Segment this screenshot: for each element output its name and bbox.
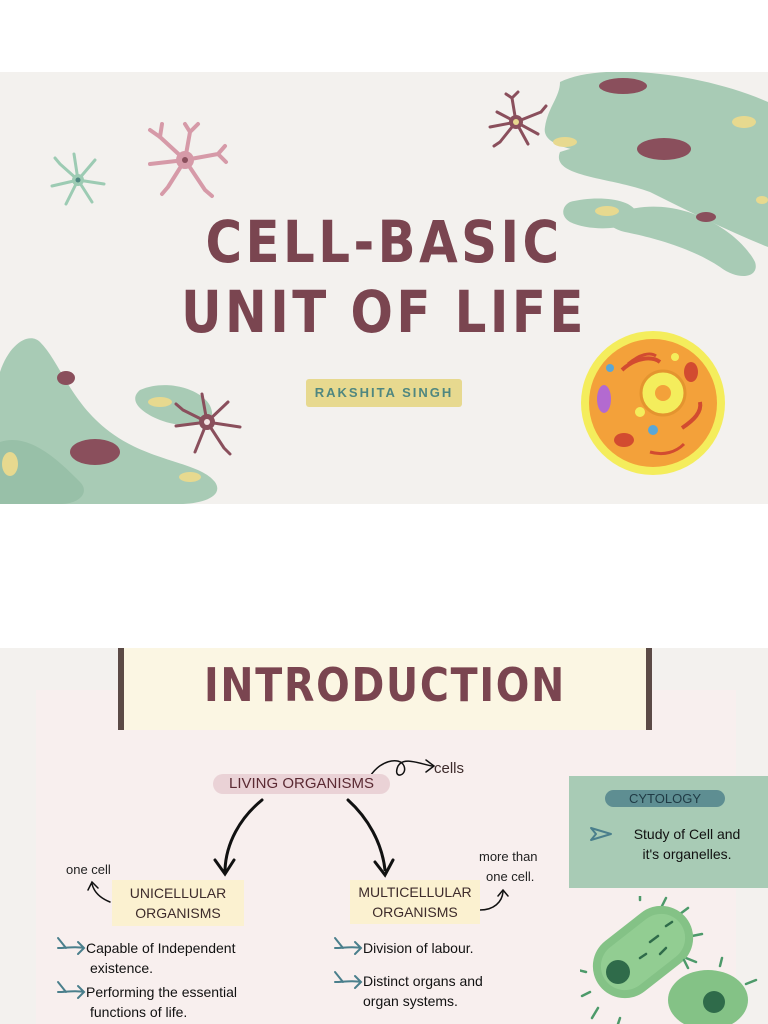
one-cell-note: one cell xyxy=(66,862,111,877)
bottom-left-cell-blobs xyxy=(0,338,218,504)
intro-title: INTRODUCTION xyxy=(203,658,566,712)
uni-point-2-line-1: Performing the essential xyxy=(86,984,237,1000)
more-than-note-line-1: more than xyxy=(479,849,538,864)
uni-point-1: Capable of Independent existence. xyxy=(86,938,235,978)
top-right-cell-blobs xyxy=(544,72,768,277)
multicellular-box: MULTICELLULAR ORGANISMS xyxy=(350,880,480,924)
bacteria-illustration xyxy=(580,896,758,1024)
uni-point-2: Performing the essential functions of li… xyxy=(86,982,237,1022)
title-slide: CELL-BASIC UNIT OF LIFE RAKSHITA SINGH xyxy=(0,72,768,504)
uni-point-2-line-2: functions of life. xyxy=(90,1004,188,1020)
cells-note: cells xyxy=(434,760,465,777)
uni-point-1-line-1: Capable of Independent xyxy=(86,940,236,956)
multicellular-label-line-1: MULTICELLULAR xyxy=(358,884,472,900)
unicellular-box: UNICELLULAR ORGANISMS xyxy=(112,880,244,926)
neuron-icon xyxy=(488,90,548,148)
note-arrows xyxy=(87,759,509,911)
neuron-icon xyxy=(50,152,106,206)
slide-title-line-1: CELL-BASIC xyxy=(205,208,563,276)
multi-point-1: Division of labour. xyxy=(363,938,474,958)
multicellular-label-line-2: ORGANISMS xyxy=(372,904,458,920)
cytology-desc-line-2: it's organelles. xyxy=(642,846,732,862)
send-arrow-icon xyxy=(590,827,612,841)
uni-point-1-line-2: existence. xyxy=(90,960,154,976)
neuron-icon xyxy=(174,392,242,456)
author-badge: RAKSHITA SINGH xyxy=(306,379,462,407)
multi-point-2-line-2: organ systems. xyxy=(363,993,458,1009)
cytology-label: CYTOLOGY xyxy=(605,790,725,807)
title-banner: INTRODUCTION xyxy=(118,648,652,730)
unicellular-label-line-2: ORGANISMS xyxy=(135,905,221,921)
neuron-icon xyxy=(148,122,228,198)
branch-arrows xyxy=(213,798,395,878)
slide-title-line-2: UNIT OF LIFE xyxy=(181,278,587,346)
cytology-panel: CYTOLOGY Study of Cell and it's organell… xyxy=(569,776,768,888)
multi-point-2: Distinct organs and organ systems. xyxy=(363,971,483,1011)
multi-point-2-line-1: Distinct organs and xyxy=(363,973,483,989)
bacterium-icon xyxy=(668,956,758,1024)
living-organisms-label: LIVING ORGANISMS xyxy=(213,774,390,794)
multi-point-1-line-1: Division of labour. xyxy=(363,940,474,956)
cytology-desc-line-1: Study of Cell and xyxy=(633,826,741,842)
introduction-slide: INTRODUCTION LIVING ORGANISMS cells one … xyxy=(0,648,768,1024)
more-than-note-line-2: one cell. xyxy=(486,869,535,884)
bullet-arrow-icons xyxy=(57,937,363,999)
unicellular-label-line-1: UNICELLULAR xyxy=(129,885,227,901)
title-slide-decorations xyxy=(0,72,768,504)
animal-cell-icon xyxy=(581,331,725,475)
diagram-arrows xyxy=(57,759,509,999)
bacterium-icon xyxy=(580,896,704,1024)
cytology-description: Study of Cell and it's organelles. xyxy=(627,824,747,864)
